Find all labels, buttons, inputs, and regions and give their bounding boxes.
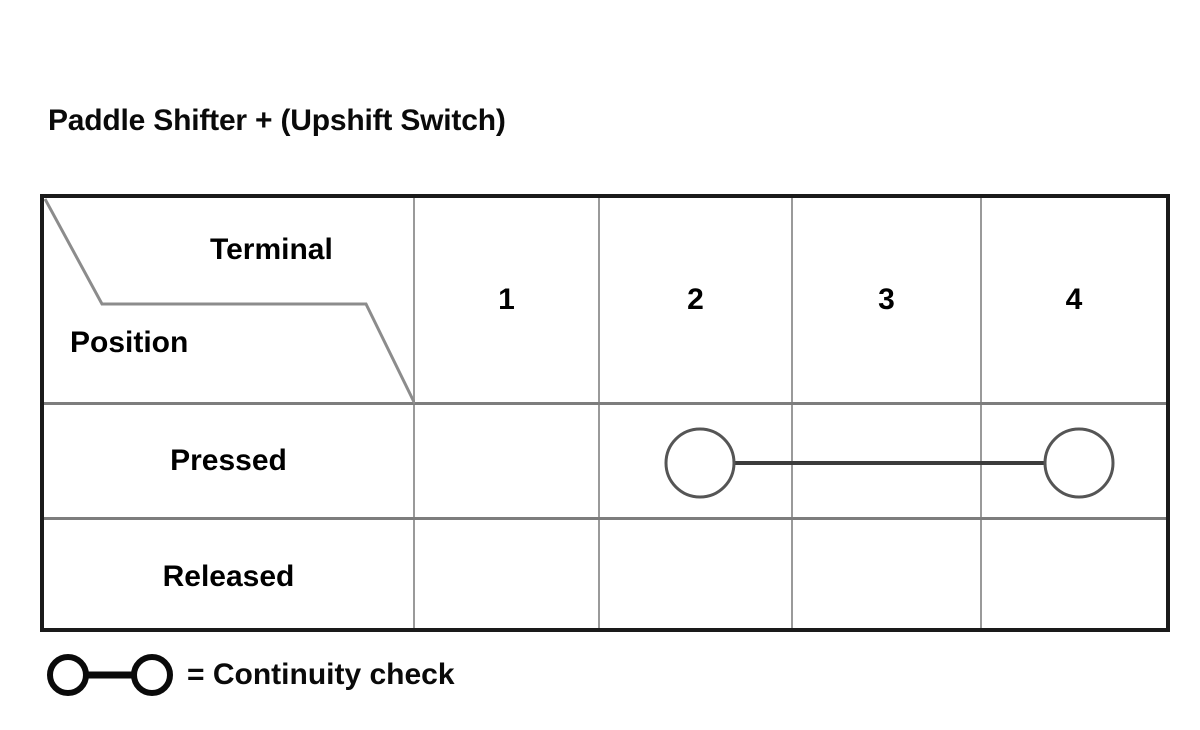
continuity-node-terminal-4: [1043, 427, 1115, 499]
legend-label: = Continuity check: [187, 658, 455, 691]
terminal-header-1: 1: [498, 283, 515, 316]
column-divider-2: [598, 198, 600, 628]
row-label-released: Released: [162, 559, 295, 593]
continuity-node-terminal-2: [664, 427, 736, 499]
page-title: Paddle Shifter + (Upshift Switch): [48, 104, 506, 137]
terminal-header-3: 3: [878, 283, 895, 316]
column-divider-1: [413, 198, 415, 628]
row-axis-label: Position: [70, 326, 189, 359]
column-divider-3: [791, 198, 793, 628]
row-label-pressed: Pressed: [170, 444, 287, 477]
continuity-table: Terminal Position 1 2 3 4 Pressed Releas…: [40, 194, 1170, 632]
row-divider-pressed: [44, 517, 1166, 520]
table-corner-header: Terminal Position: [44, 198, 415, 405]
terminal-header-2: 2: [687, 283, 704, 316]
legend: = Continuity check: [45, 645, 455, 705]
terminal-header-4: 4: [1065, 283, 1083, 316]
continuity-symbol-icon: [45, 651, 175, 699]
column-axis-label: Terminal: [210, 233, 333, 266]
row-divider-header: [44, 402, 1166, 405]
corner-diagonal-divider: [44, 198, 415, 405]
column-divider-4: [980, 198, 982, 628]
